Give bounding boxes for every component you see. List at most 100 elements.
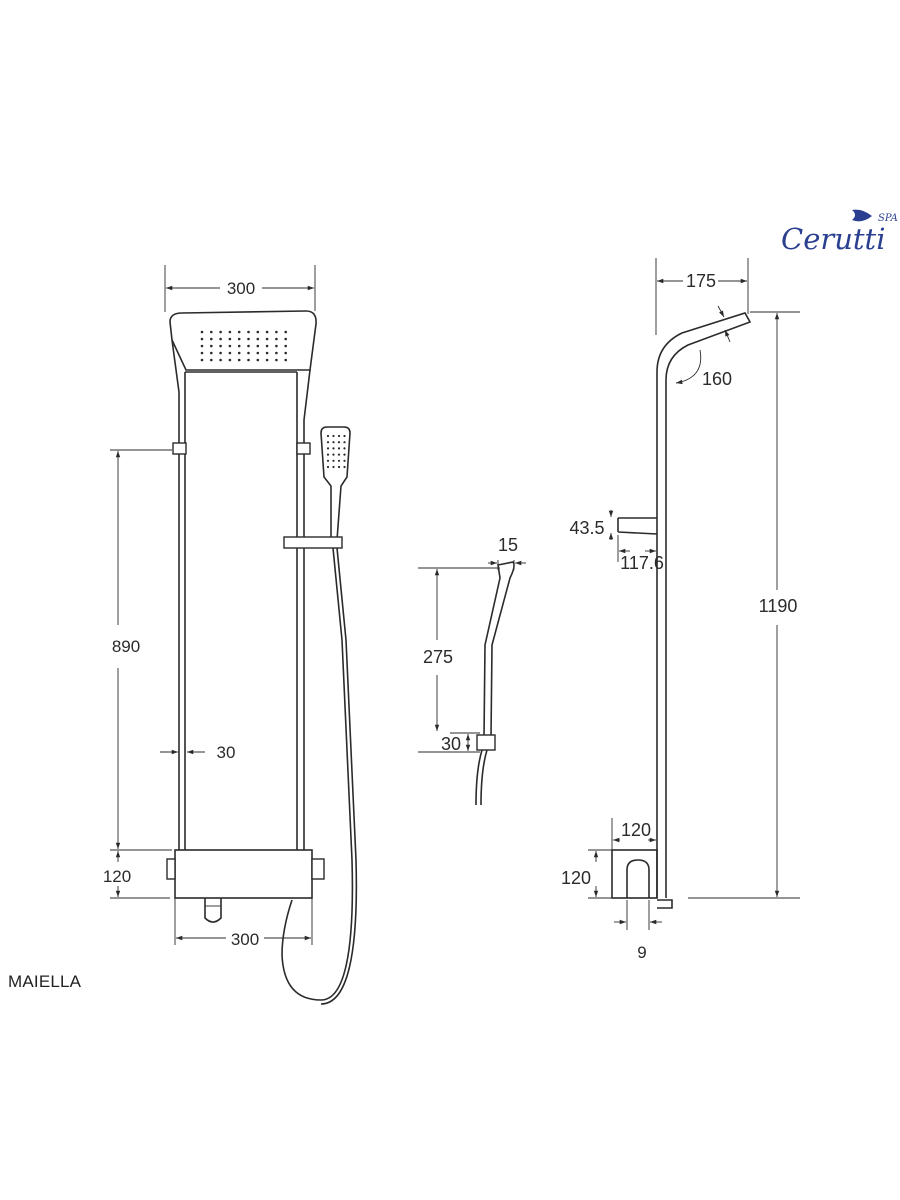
brand-suffix: SPA [878, 213, 898, 224]
nozzle-dot [237, 330, 241, 334]
nozzle-dot [247, 351, 250, 355]
nozzle-dot [219, 344, 222, 348]
nozzle-dot [237, 344, 241, 348]
hand-nozzle-dot [332, 459, 335, 462]
nozzle-dot [275, 358, 278, 362]
hand-nozzle-dot [332, 453, 335, 456]
hand-shower [320, 426, 351, 541]
upper-left-bracket [172, 442, 187, 455]
hand-nozzle-dot [326, 447, 330, 450]
nozzle-dot [219, 330, 222, 334]
hand-nozzle-dot [343, 441, 346, 444]
hose-inner [320, 547, 358, 1005]
hand-nozzle-dot [337, 434, 341, 438]
nozzle-dot [210, 358, 213, 362]
dim-side-soap-depth: 117.6 [620, 553, 664, 573]
nozzle-dot [200, 344, 204, 348]
panel-left-edge [171, 339, 180, 850]
hand-nozzle-dot [343, 459, 346, 462]
nozzle-dot [284, 358, 288, 362]
hand-nozzle-dot [337, 459, 341, 462]
nozzle-dot [210, 351, 213, 355]
nozzle-dot [219, 358, 222, 362]
hand-nozzle-dot [326, 441, 330, 444]
nozzle-dot [219, 351, 222, 355]
hose [281, 547, 354, 1001]
nozzle-dot [265, 337, 269, 341]
dim-side-base-depth: 120 [621, 820, 651, 840]
side-knob [626, 859, 650, 898]
model-name: MAIELLA [8, 972, 82, 991]
dim-side-arm-angle: 160 [702, 369, 732, 389]
nozzle-dot [237, 351, 241, 355]
nozzle-dot [210, 330, 213, 334]
nozzle-dot [265, 344, 269, 348]
dim-side-soap-height: 43.5 [569, 518, 604, 538]
nozzle-dot [200, 330, 204, 334]
handshower-holder [476, 734, 496, 751]
dim-side-outlet-offset: 9 [637, 943, 646, 962]
nozzle-dot [265, 358, 269, 362]
nozzle-dot [228, 358, 232, 362]
dim-front-side-offset: 30 [217, 743, 236, 762]
hand-nozzle-dot [343, 447, 346, 450]
hand-shower-nozzles [326, 434, 346, 469]
hand-nozzle-dot [332, 465, 335, 469]
nozzle-dot [256, 358, 260, 362]
hand-nozzle-dot [343, 453, 346, 456]
nozzle-dot [237, 358, 241, 362]
nozzle-dot [284, 330, 288, 334]
dim-side-arm-reach: 175 [686, 271, 716, 291]
nozzle-dot [228, 344, 232, 348]
front-view: 300 890 30 120 300 [103, 265, 358, 1005]
nozzle-dot [219, 337, 222, 341]
nozzle-dot [265, 330, 269, 334]
nozzle-dot [284, 337, 288, 341]
nozzle-dot [256, 351, 260, 355]
hand-nozzle-dot [343, 434, 346, 438]
handshower-profile [483, 561, 515, 738]
panel-right-edge [303, 369, 311, 850]
dim-side-base-height: 120 [561, 868, 591, 888]
soap-tray [617, 517, 658, 535]
hand-nozzle-dot [326, 434, 330, 438]
hand-nozzle-dot [332, 447, 335, 450]
nozzle-dot [228, 337, 232, 341]
dim-handshower-tip: 15 [498, 535, 518, 555]
nozzle-dot [256, 330, 260, 334]
hand-nozzle-dot [343, 465, 346, 469]
nozzle-dot [247, 330, 250, 334]
nozzle-dot [284, 351, 288, 355]
side-outlet [657, 899, 673, 909]
slide-holder [283, 536, 343, 549]
side-thermostat-box [611, 849, 658, 899]
nozzle-dot [210, 337, 213, 341]
hand-nozzle-dot [337, 453, 341, 456]
brand-logo: Cerutti SPA [781, 209, 898, 256]
nozzle-dot [265, 351, 269, 355]
nozzle-dot [275, 330, 278, 334]
shower-head-outline [169, 310, 317, 371]
dim-front-height: 890 [112, 637, 140, 656]
nozzle-dot [200, 358, 204, 362]
handshower-hose [475, 749, 483, 806]
hand-nozzle-dot [326, 453, 330, 456]
nozzle-dot [284, 344, 288, 348]
nozzle-dot [247, 358, 250, 362]
nozzle-grid [200, 330, 288, 362]
nozzle-dot [247, 337, 250, 341]
spout [204, 898, 222, 923]
dim-front-bottom-height: 120 [103, 867, 131, 886]
hand-nozzle-dot [337, 465, 341, 469]
panel-inner-window [184, 371, 298, 850]
upper-right-bracket [296, 442, 311, 455]
nozzle-dot [256, 337, 260, 341]
dim-handshower-holder: 30 [441, 734, 461, 754]
nozzle-dot [228, 351, 232, 355]
nozzle-dot [247, 344, 250, 348]
hand-nozzle-dot [337, 447, 341, 450]
dim-front-bottom-width: 300 [231, 930, 259, 949]
riser-pipe [656, 312, 752, 898]
hand-nozzle-dot [337, 441, 341, 444]
